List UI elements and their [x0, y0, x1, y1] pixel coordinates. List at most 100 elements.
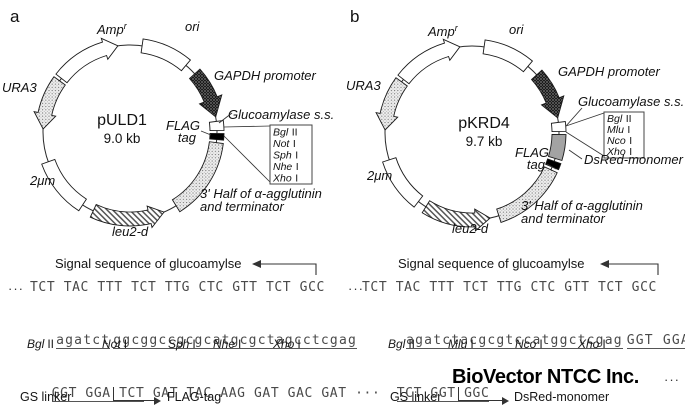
segment-gapdh-promoter	[530, 69, 565, 119]
plasmid-name-a: pULD1	[97, 112, 147, 129]
gene-label-agglutinin2-b: and terminator	[521, 211, 605, 226]
callout-line-b-bottom	[565, 131, 605, 157]
segment-ura3	[33, 76, 66, 130]
biovector-watermark: BioVector NTCC Inc.	[452, 366, 639, 388]
gene-label-amp-b: Ampr	[427, 23, 459, 39]
panel-b-label: b	[350, 7, 359, 26]
gene-label-ura3-a: URA3	[2, 80, 37, 95]
pointer-glucoamylase-b	[565, 107, 583, 127]
segment-amp-r	[397, 38, 461, 85]
segment-ura3	[375, 77, 408, 131]
dsred-arrow-b	[458, 387, 509, 405]
segment-flag-tag	[545, 158, 562, 171]
mcs-rest-part-a: ggcggccgcgcatgcgctagcctcgag	[113, 333, 358, 349]
panel-a-label: a	[10, 7, 20, 26]
segment-glucoamylase-ss	[550, 120, 567, 133]
mcs-bglii-part-a: agatct	[56, 333, 111, 349]
gs-linker-label-a: GS linker	[20, 390, 72, 404]
ellipsis-pre-b: ···	[348, 281, 364, 296]
gs-linker-seq-a: GGT GGA TCT	[51, 386, 145, 402]
pointer-dsred-b	[568, 149, 583, 160]
gene-label-glucoamylase-a: Glucoamylase s.s.	[228, 107, 334, 122]
gene-label-flag2-a: tag	[178, 130, 197, 145]
pointer-glucoamylase-a	[218, 112, 233, 124]
segment-two-micron	[382, 157, 424, 208]
plasmid-size-b: 9.7 kb	[466, 134, 503, 149]
segment-amp-r	[55, 37, 119, 84]
segment-agglutinin-terminator	[171, 141, 224, 213]
callout-line-a-top	[223, 125, 271, 128]
restriction-sites-box-a	[269, 124, 313, 185]
gene-label-flag1-a: FLAG	[166, 118, 200, 133]
gene-label-agglutinin1-a: 3' Half of α-agglutinin	[200, 186, 322, 201]
gene-label-gapdh-a: GAPDH promoter	[214, 68, 317, 83]
plasmid-name-b: pKRD4	[458, 115, 510, 132]
segment-ori	[482, 39, 534, 73]
gene-label-ori-a: ori	[185, 19, 201, 34]
segment-leu2-d	[89, 203, 165, 229]
gene-segments-b	[375, 38, 567, 232]
mcs-ggtgga-part-b: GGT GGA	[626, 333, 685, 349]
signal-sequence-b: TCT TAC TTT TCT TTG CTC GTT TCT GCC	[362, 280, 657, 295]
segment-two-micron	[41, 158, 88, 212]
callout-line-a-bottom	[223, 135, 271, 183]
segment-gapdh-promoter	[188, 68, 223, 118]
signal-seq-header-a: Signal sequence of glucoamylse	[55, 256, 242, 271]
pointer-flag-a	[200, 130, 212, 136]
gs-linker-label-b: GS linker	[390, 390, 442, 404]
gene-label-leu2d-b: leu2-d	[452, 221, 489, 236]
dsred-label-b: DsRed-monomer	[514, 390, 610, 404]
segment-glucoamylase-ss	[208, 119, 225, 132]
restriction-sites-box-b	[603, 111, 645, 159]
flag-tag-label-a: FLAG-tag	[167, 390, 222, 404]
gs-linker-seq-b: TCT GGT GGC	[396, 386, 490, 402]
segment-agglutinin-terminator	[496, 166, 558, 223]
segment-leu2-d	[421, 200, 491, 232]
signal-seq-header-b: Signal sequence of glucoamylse	[398, 256, 585, 271]
flag-tag-arrow-a	[113, 387, 161, 405]
gene-label-agglutinin2-a: and terminator	[200, 199, 284, 214]
pointer-flag-b	[546, 163, 557, 170]
signal-seq-arrow-a	[252, 260, 317, 275]
gene-label-agglutinin1-b: 3' Half of α-agglutinin	[521, 198, 643, 213]
gene-label-2micron-b: 2μm	[366, 168, 392, 183]
segment-dsred-monomer	[547, 133, 567, 162]
gene-label-2micron-a: 2μm	[29, 173, 55, 188]
gene-label-ura3-b: URA3	[346, 78, 381, 93]
gene-label-leu2d-a: leu2-d	[112, 224, 149, 239]
gene-label-dsred-b: DsRed-monomer	[584, 152, 684, 167]
ellipsis-post-a: ···	[355, 386, 381, 401]
mcs-sites-part-b: agatctacgcgtccatggctcgag	[406, 333, 623, 349]
signal-sequence-a: TCT TAC TTT TCT TTG CTC GTT TCT GCC	[30, 280, 325, 295]
gene-segments-a	[33, 37, 225, 229]
linker-sequence-b: TCT GGT GGC	[363, 371, 490, 411]
ellipsis-post-b: ···	[664, 372, 680, 387]
gene-label-gapdh-b: GAPDH promoter	[558, 64, 661, 79]
segment-ori	[140, 38, 192, 72]
gene-label-flag2-b: tag	[527, 157, 546, 172]
callout-line-b-top	[565, 112, 605, 127]
gene-label-amp-a: Ampr	[96, 21, 128, 37]
